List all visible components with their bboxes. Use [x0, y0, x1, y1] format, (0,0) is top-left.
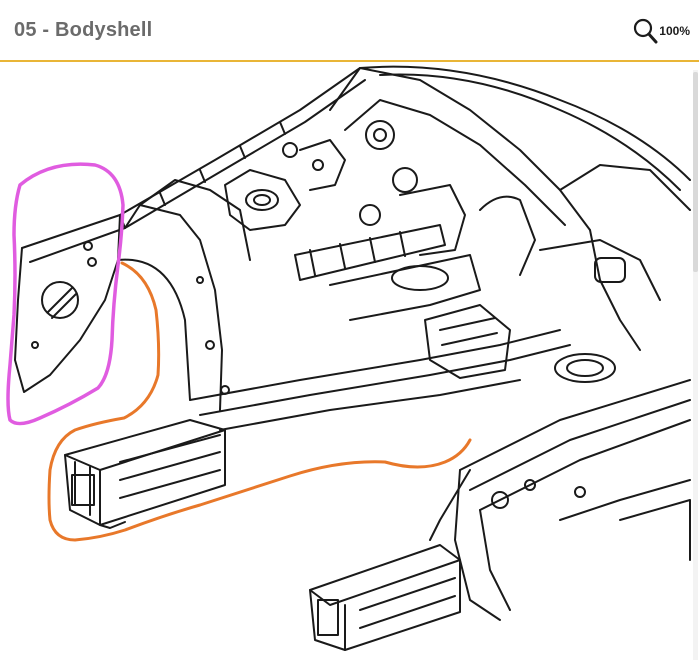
zoom-level: 100% [659, 24, 690, 38]
scrollbar-thumb[interactable] [693, 72, 698, 272]
lower-region-outline [47, 261, 472, 542]
line-art [14, 65, 691, 651]
vertical-scrollbar[interactable] [693, 70, 698, 660]
zoom-control[interactable]: 100% [632, 16, 690, 46]
bodyshell-diagram [6, 65, 691, 651]
diagram-viewer[interactable] [0, 64, 699, 664]
section-title: 05 - Bodyshell [14, 19, 153, 41]
upper-region-outline [6, 162, 125, 426]
app-header: 05 - Bodyshell 100% [0, 0, 699, 62]
magnifier-icon[interactable] [632, 17, 658, 45]
